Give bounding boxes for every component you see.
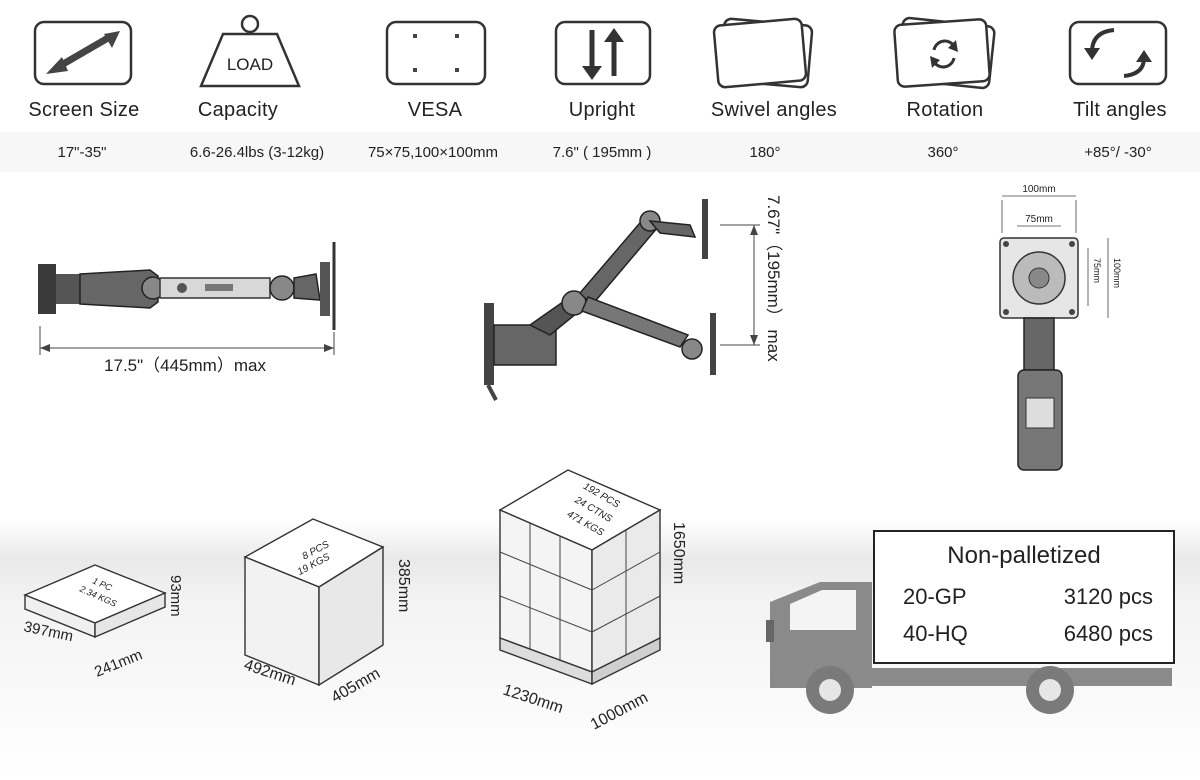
container-type-20gp: 20-GP: [903, 584, 967, 609]
up-down-arrows-icon: [554, 20, 652, 86]
carton-package-box: 8 PCS 19 KGS 385mm 492mm 405mm: [242, 518, 412, 705]
container-panel-title: Non-palletized: [947, 542, 1101, 569]
reach-dimension-label: 17.5"（445mm）max: [104, 356, 266, 375]
arm-side-view-diagram: 7.67"（195mm） max: [484, 195, 783, 401]
spec-value-swivel: 180°: [749, 144, 781, 161]
spec-label-swivel: Swivel angles: [710, 99, 838, 121]
spec-value-screen-size: 17"-35": [57, 144, 107, 161]
spec-value-upright: 7.6" ( 195mm ): [552, 144, 652, 161]
single-box-height: 93mm: [167, 575, 184, 617]
spec-values-band: [0, 132, 1200, 172]
load-weight-icon: LOAD: [199, 14, 301, 88]
container-type-40hq: 40-HQ: [903, 621, 968, 646]
spec-label-tilt: Tilt angles: [1073, 99, 1167, 121]
vesa-plate-front-view: 100mm 75mm 75mm 100mm: [999, 184, 1122, 471]
spec-label-capacity: Capacity: [197, 99, 279, 121]
vesa-inner-height-label: 75mm: [1092, 258, 1102, 283]
single-box-width: 241mm: [92, 646, 145, 681]
pallet-width: 1000mm: [588, 689, 651, 733]
load-icon-text: LOAD: [227, 55, 273, 74]
container-loading-panel: Non-palletized 20-GP 3120 pcs 40-HQ 6480…: [873, 530, 1175, 664]
spec-value-capacity: 6.6-26.4lbs (3-12kg): [189, 144, 325, 161]
pallet-length: 1230mm: [501, 682, 565, 717]
spec-label-rotation: Rotation: [906, 99, 984, 121]
vesa-inner-width-label: 75mm: [1025, 214, 1053, 225]
rotation-icon: [893, 16, 996, 90]
vesa-outer-width-label: 100mm: [1022, 184, 1055, 195]
container-row-20gp: 20-GP 3120 pcs: [903, 584, 1153, 610]
spec-value-rotation: 360°: [927, 144, 959, 161]
spec-label-upright: Upright: [568, 99, 636, 121]
carton-height: 385mm: [395, 559, 412, 612]
container-row-40hq: 40-HQ 6480 pcs: [903, 621, 1153, 647]
pallet-package-stack: 192 PCS 24 CTNS 471 KGS 1650mm 1230mm 10…: [498, 469, 687, 734]
container-qty-20gp: 3120 pcs: [1063, 584, 1153, 609]
spec-label-screen-size: Screen Size: [28, 99, 140, 121]
arm-top-view-diagram: 17.5"（445mm）max: [38, 242, 336, 375]
container-qty-40hq: 6480 pcs: [1063, 621, 1153, 646]
tilt-arrows-icon: [1068, 20, 1168, 86]
vesa-outer-height-label: 100mm: [1112, 258, 1122, 288]
pallet-height: 1650mm: [670, 522, 687, 584]
spec-value-vesa: 75×75,100×100mm: [367, 144, 499, 161]
height-dimension-label: 7.67"（195mm） max: [764, 195, 783, 362]
vesa-holes-icon: [385, 20, 487, 86]
spec-label-vesa: VESA: [407, 99, 463, 121]
diagonal-arrow-icon: [33, 20, 133, 86]
single-package-box: 1 PC 2.34 KGS 93mm 397mm 241mm: [22, 564, 184, 681]
swivel-screens-icon: [712, 17, 814, 89]
delivery-truck-icon: [766, 582, 1172, 714]
spec-value-tilt: +85°/ -30°: [1084, 144, 1152, 161]
